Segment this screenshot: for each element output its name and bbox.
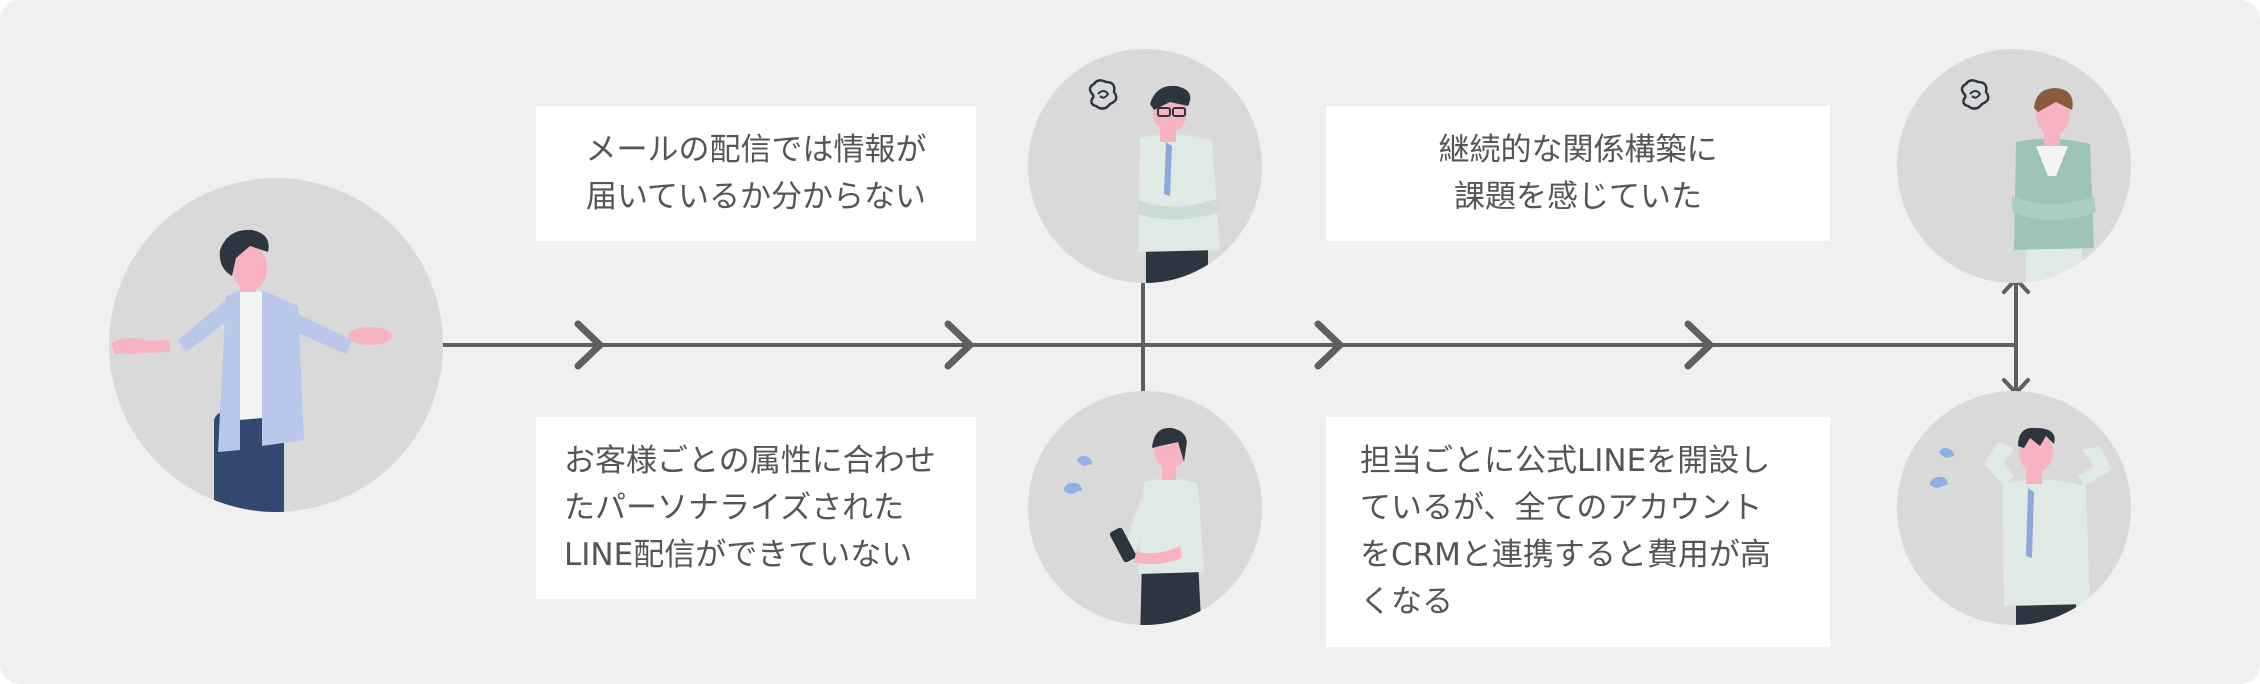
info-card-bottom-1: お客様ごとの属性に合わせ たパーソナライズされた LINE配信ができていない [536, 417, 976, 599]
chevron-arrow-1 [574, 320, 604, 370]
timeline-connector [441, 277, 2030, 395]
card-text-line: たパーソナライズされた [564, 489, 905, 526]
info-card-top-1: メールの配信では情報が 届いているか分からない [536, 106, 976, 241]
card-text-line: メールの配信では情報が [585, 131, 927, 168]
avatar-circle-thinking [1897, 49, 2131, 283]
woman-phone-sweat-icon [1028, 391, 1262, 625]
card-text-line: 継続的な関係構築に [1438, 131, 1718, 168]
thinking-man-crossed-arms-icon [1897, 49, 2131, 283]
card-text-line: くなる [1360, 584, 1453, 620]
card-text-line: お客様ごとの属性に合わせ [564, 442, 936, 479]
card-text-line: 担当ごとに公式LINEを開設し [1360, 443, 1771, 479]
worried-man-glasses-icon [1028, 49, 1262, 283]
stressed-man-hands-on-head-icon [1897, 391, 2131, 625]
card-text-line: 課題を感じていた [1454, 178, 1702, 215]
info-card-bottom-2: 担当ごとに公式LINEを開設し ているが、全てのアカウント をCRMと連携すると… [1326, 417, 1830, 647]
card-text-line: ているが、全てのアカウント [1360, 490, 1763, 526]
card-text-line: 届いているか分からない [585, 178, 927, 215]
chevron-arrow-4 [1684, 320, 1714, 370]
presenter-person-icon [109, 178, 443, 512]
card-text-line: LINE配信ができていない [564, 536, 913, 573]
chevron-arrow-3 [1314, 320, 1344, 370]
info-card-top-2: 継続的な関係構築に 課題を感じていた [1326, 106, 1830, 241]
card-text-line: をCRMと連携すると費用が高 [1360, 537, 1771, 573]
chevron-arrow-2 [944, 320, 974, 370]
